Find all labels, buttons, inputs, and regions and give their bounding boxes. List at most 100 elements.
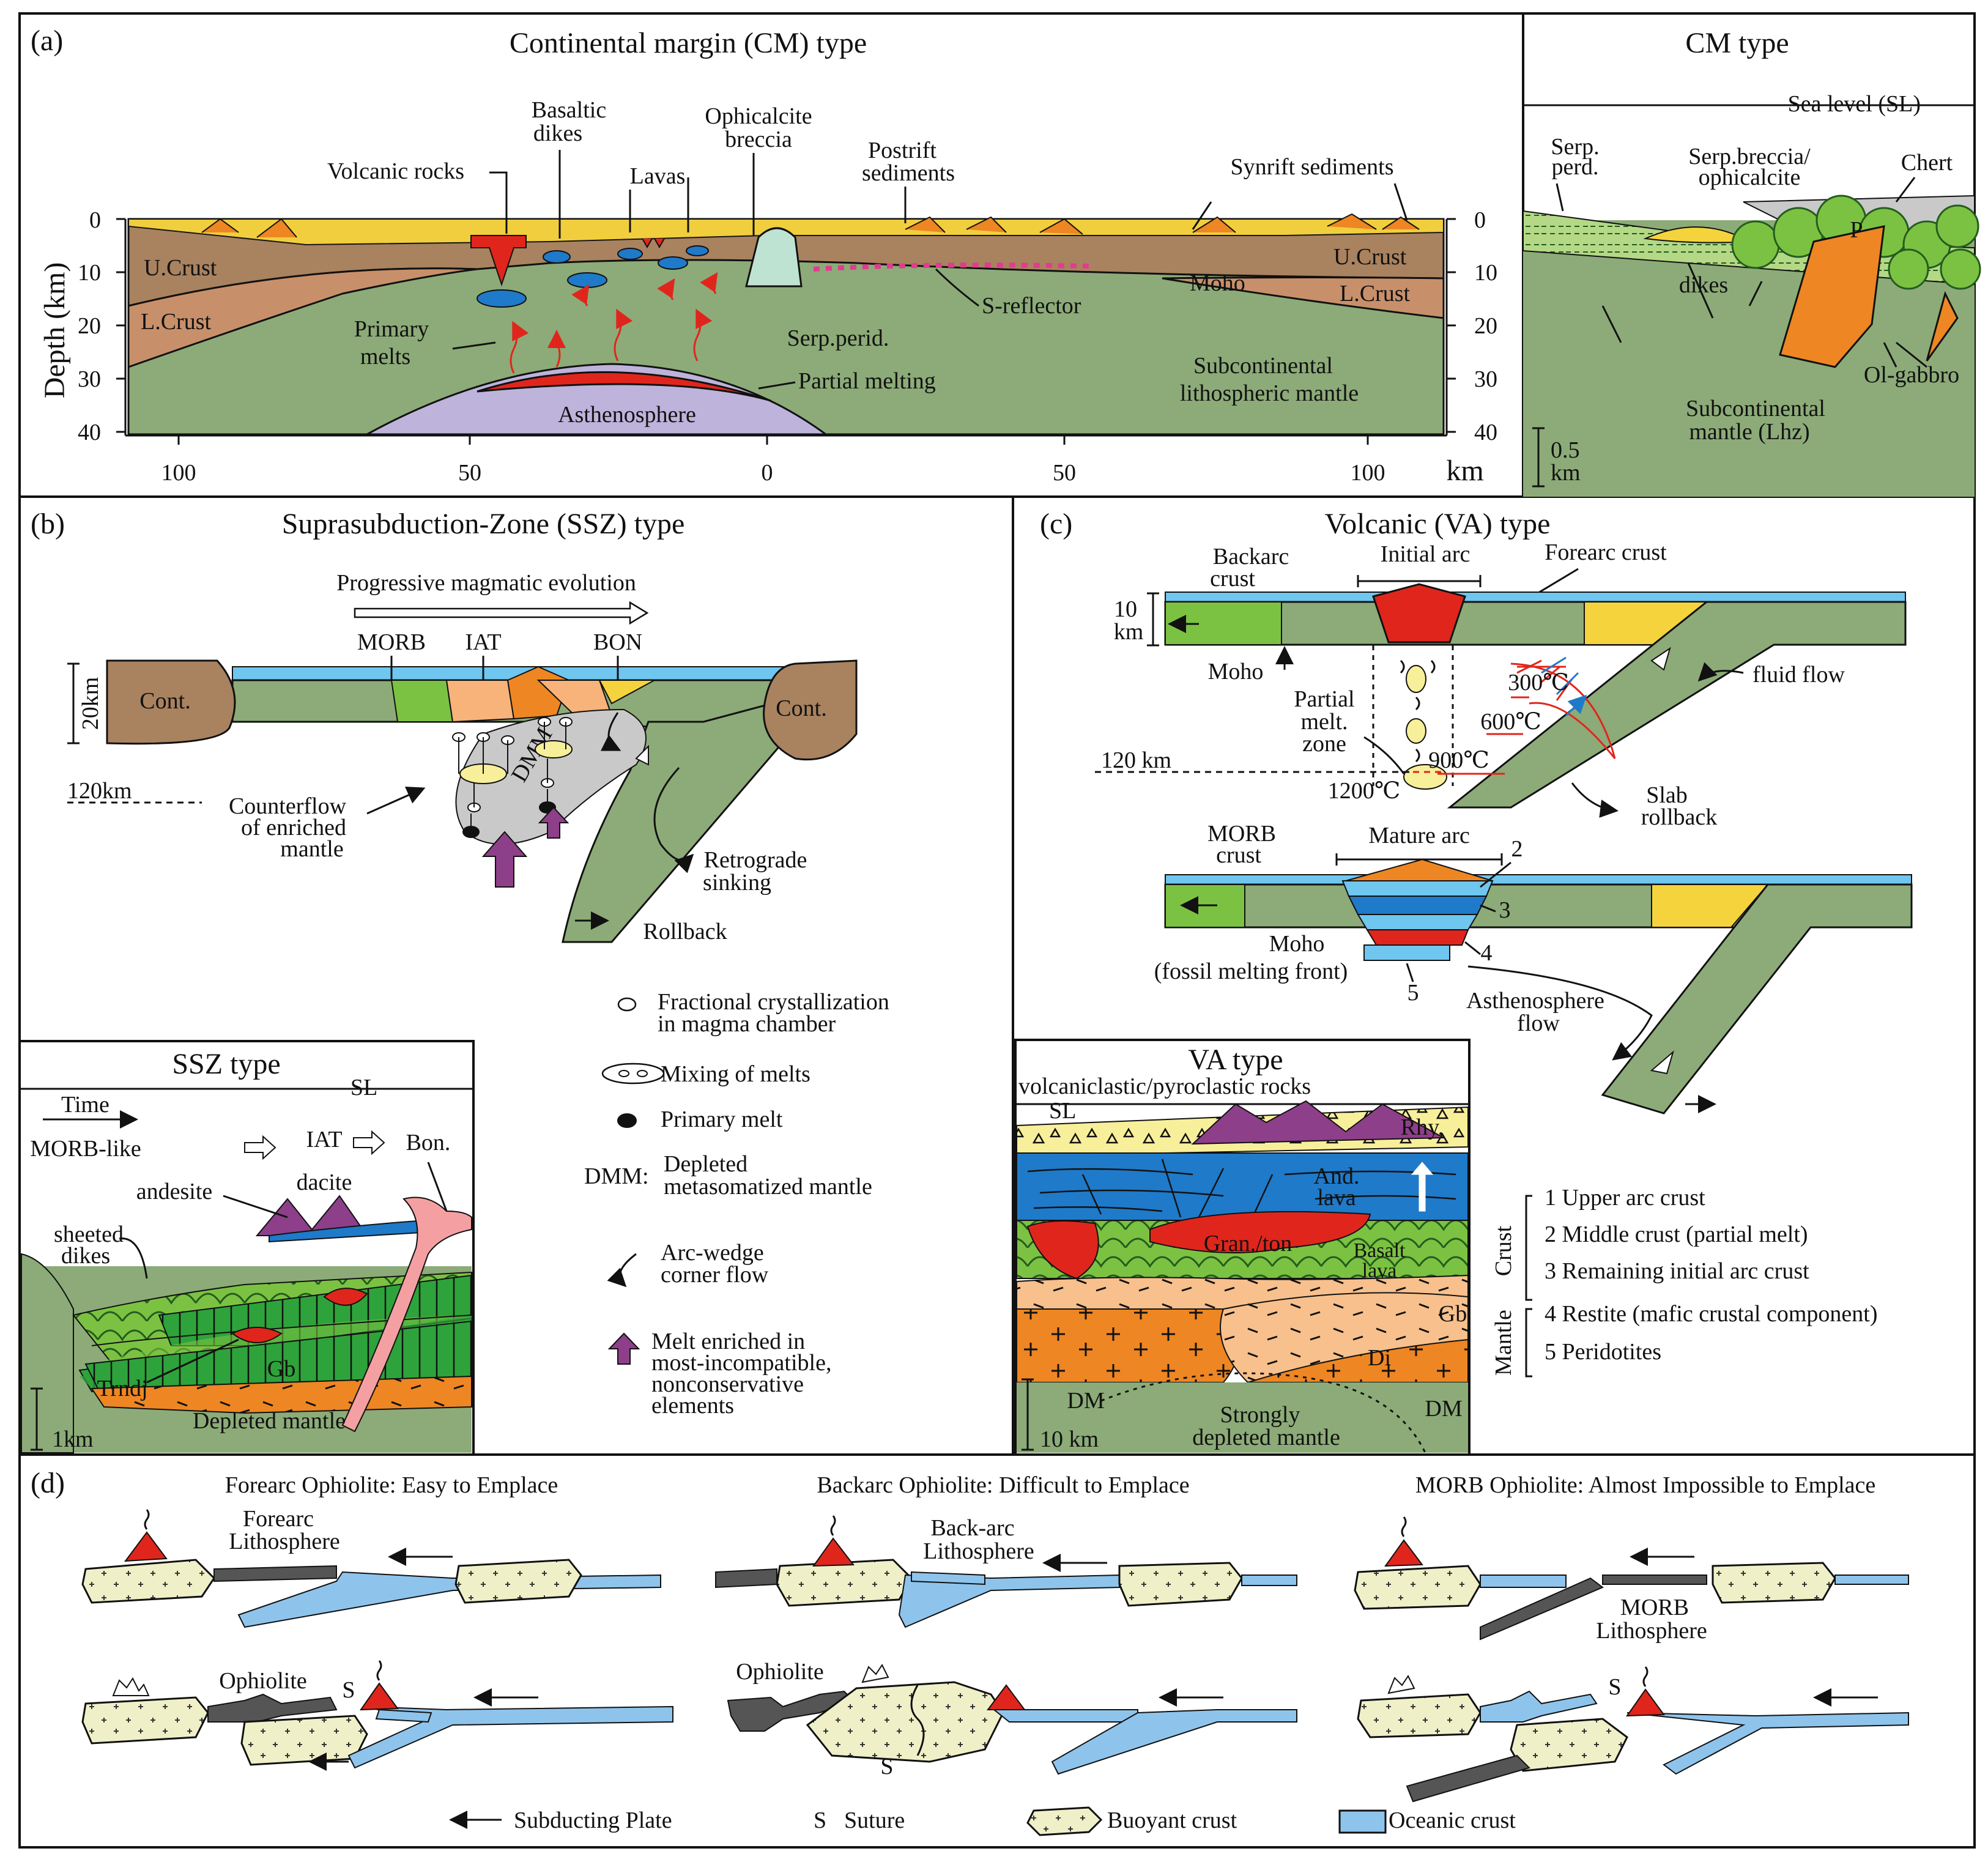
va-key-3: 3 Remaining initial arc crust — [1545, 1258, 1809, 1284]
label-subcont-2: lithospheric mantle — [1180, 380, 1359, 406]
x-tick-50-left: 50 — [458, 460, 481, 486]
x-tick-100-right: 100 — [1351, 460, 1385, 486]
depth-tick-30-right: 30 — [1474, 366, 1497, 392]
d-morb-lith-2: Lithosphere — [1596, 1618, 1707, 1644]
ssz-sheeted-1: sheeted — [54, 1222, 124, 1247]
va-moho: Moho — [1208, 659, 1264, 684]
va-n2: 2 — [1511, 836, 1523, 862]
va-dm-right: DM — [1425, 1396, 1462, 1422]
d-legend-oceanic: Oceanic crust — [1389, 1808, 1516, 1833]
va-asth-2: flow — [1517, 1011, 1560, 1036]
panel-c-letter: (c) — [1040, 508, 1072, 540]
lower-crust-right — [1162, 276, 1445, 319]
va-volcaniclastic: volcaniclastic/pyroclastic rocks — [1018, 1074, 1311, 1099]
va-and-1: And. — [1314, 1163, 1360, 1189]
d-s-3: S — [1608, 1674, 1621, 1700]
label-retrograde-1: Retrograde — [704, 847, 807, 873]
depth-tick-10-right: 10 — [1474, 260, 1497, 286]
va-slab-1: Slab — [1646, 782, 1688, 808]
va-slab — [1447, 601, 1907, 809]
label-progressive: Progressive magmatic evolution — [336, 570, 636, 596]
legend-mixing: Mixing of melts — [661, 1061, 810, 1087]
figure-frame — [18, 12, 1976, 1849]
va-gran: Gran./ton — [1204, 1231, 1293, 1256]
label-basaltic-2: dikes — [533, 121, 582, 146]
ssz-inset-title: SSZ type — [172, 1048, 280, 1080]
d-morb-lith-1: MORB — [1620, 1595, 1689, 1620]
cm-ol-gabbro: Ol-gabbro — [1864, 362, 1959, 388]
va-t1200: 1200℃ — [1328, 778, 1401, 804]
panel-b: (b) Suprasubduction-Zone (SSZ) type Prog… — [31, 508, 889, 1419]
legend-dmm-1: Depleted — [664, 1151, 747, 1177]
legend-dmm-key: DMM: — [584, 1163, 649, 1189]
cm-serp-2: perd. — [1551, 154, 1598, 180]
serpentinite-diapir — [745, 227, 803, 287]
label-postrift-1: Postrift — [868, 138, 937, 163]
va-dm-left: DM — [1067, 1388, 1104, 1414]
va-scale: 10 km — [1040, 1426, 1099, 1452]
d-forearc-title: Forearc Ophiolite: Easy to Emplace — [225, 1472, 558, 1498]
va-backarc-2: crust — [1210, 566, 1255, 592]
va-key-mantle: Mantle — [1491, 1310, 1516, 1376]
va-mature-arc: Mature arc — [1368, 823, 1470, 848]
depth-tick-20: 20 — [78, 313, 101, 339]
legend-fc-2: in magma chamber — [658, 1011, 836, 1037]
label-l-crust-left: L.Crust — [141, 309, 212, 335]
label-iat: IAT — [465, 629, 501, 655]
label-cont-left: Cont. — [139, 688, 190, 714]
va-rhy: Rhy. — [1401, 1115, 1444, 1140]
cm-breccia-2: ophicalcite — [1699, 165, 1801, 190]
va-strongly-2: depleted mantle — [1192, 1425, 1340, 1450]
depth-tick-30: 30 — [78, 366, 101, 392]
va-n5: 5 — [1408, 980, 1419, 1006]
cm-mantle-1: Subcontinental — [1686, 396, 1825, 421]
label-rollback: Rollback — [643, 919, 727, 944]
va-key-4: 4 Restite (mafic crustal component) — [1545, 1301, 1878, 1327]
va-key-2: 2 Middle crust (partial melt) — [1545, 1222, 1808, 1247]
va-moho-2: Moho — [1269, 931, 1325, 957]
depth-tick-40-right: 40 — [1474, 420, 1497, 445]
legend-enriched-1: Melt enriched in — [651, 1329, 805, 1354]
va-slab-2: rollback — [1641, 804, 1718, 830]
d-s-1: S — [342, 1677, 355, 1703]
va-morb-2: crust — [1216, 842, 1261, 868]
label-lavas: Lavas — [630, 163, 686, 189]
d-backarc-title: Backarc Ophiolite: Difficult to Emplace — [817, 1472, 1189, 1498]
panel-a-title: Continental margin (CM) type — [510, 27, 867, 59]
label-u-crust-left: U.Crust — [144, 255, 217, 281]
va-partial-1: Partial — [1294, 686, 1354, 712]
label-l-crust-right: L.Crust — [1340, 281, 1411, 306]
label-retrograde-2: sinking — [703, 870, 771, 896]
cm-scale-1: 0.5 — [1551, 437, 1580, 463]
legend-primary: Primary melt — [661, 1107, 783, 1132]
ssz-dacite: dacite — [297, 1170, 352, 1195]
ssz-slab — [562, 696, 796, 943]
va-key-1: 1 Upper arc crust — [1545, 1185, 1705, 1211]
panel-b-inset: SSZ type SL Time MORB-like IAT Bon. ande… — [18, 1040, 475, 1456]
va-gb: Gb — [1439, 1301, 1467, 1327]
x-tick-100-left: 100 — [161, 460, 196, 486]
va-inset-title: VA type — [1188, 1044, 1283, 1076]
va-strongly-1: Strongly — [1220, 1402, 1300, 1428]
panel-b-letter: (b) — [31, 508, 65, 540]
ssz-scale: 1km — [52, 1426, 94, 1452]
ssz-depleted: Depleted mantle — [193, 1408, 346, 1434]
panel-c-inset: VA type volcaniclastic/pyroclastic rocks… — [1014, 1039, 1471, 1456]
depth-axis-label: Depth (km) — [39, 262, 71, 399]
depth-tick-0: 0 — [89, 207, 101, 233]
panel-d: (d) Forearc Ophiolite: Easy to Emplace B… — [31, 1467, 1909, 1836]
panel-b-title: Suprasubduction-Zone (SSZ) type — [282, 508, 685, 540]
label-s-reflector: S-reflector — [982, 293, 1081, 319]
label-moho: Moho — [1190, 270, 1245, 296]
ssz-morb-like: MORB-like — [30, 1136, 141, 1162]
d-ophiolite-2: Ophiolite — [736, 1659, 824, 1685]
x-unit: km — [1446, 454, 1483, 487]
d-legend-suture: Suture — [844, 1808, 905, 1833]
panel-a-letter: (a) — [31, 24, 63, 57]
va-key-5: 5 Peridotites — [1545, 1339, 1661, 1365]
label-counterflow-2: of enriched — [241, 815, 346, 840]
label-synrift: Synrift sediments — [1230, 154, 1393, 180]
label-postrift-2: sediments — [862, 160, 955, 186]
d-ophiolite-1: Ophiolite — [219, 1668, 307, 1694]
